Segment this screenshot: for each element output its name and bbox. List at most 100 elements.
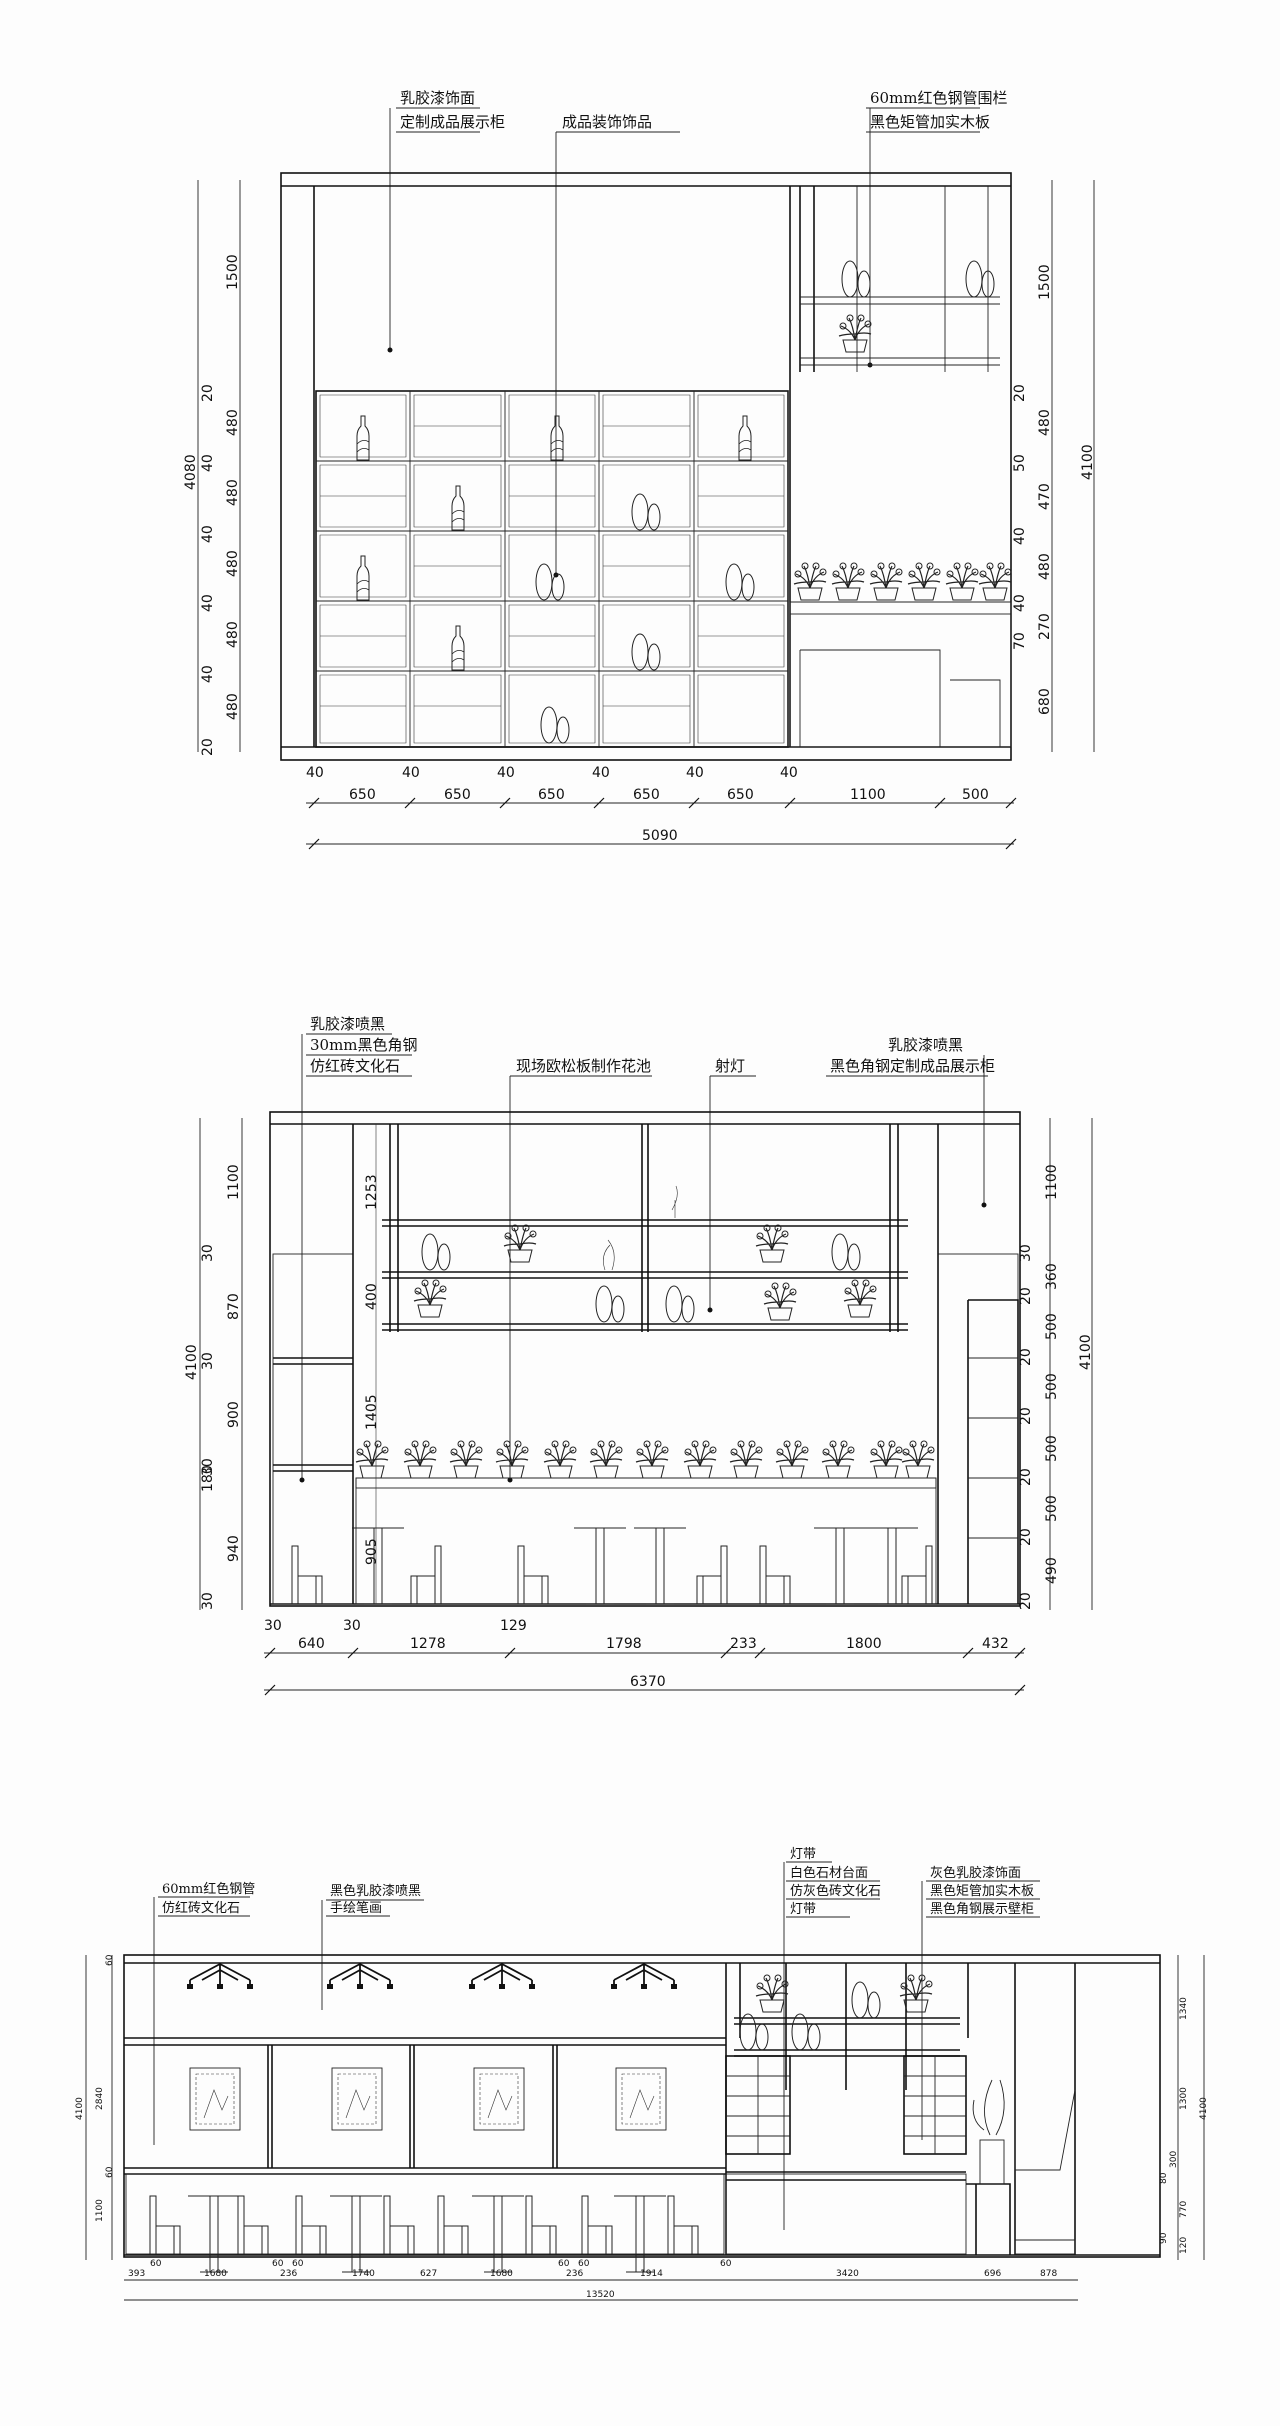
svg-text:1914: 1914 <box>640 2269 663 2279</box>
e3-annotation-r-3: 黑色角钢展示壁柜 <box>930 1901 1034 1917</box>
e1-bottom-total: 5090 <box>642 828 678 844</box>
e1-left-dimline <box>197 180 241 752</box>
svg-text:30: 30 <box>200 1244 216 1262</box>
svg-text:60: 60 <box>558 2259 570 2269</box>
e3-right-dimline <box>1177 1955 1205 2260</box>
svg-text:650: 650 <box>727 787 754 803</box>
svg-text:233: 233 <box>730 1636 757 1652</box>
svg-text:1100: 1100 <box>226 1164 242 1200</box>
svg-text:640: 640 <box>298 1636 325 1652</box>
svg-text:1100: 1100 <box>95 2199 105 2222</box>
svg-text:1253: 1253 <box>364 1174 380 1210</box>
svg-text:500: 500 <box>1044 1373 1060 1400</box>
e2-planter <box>355 1440 937 1605</box>
svg-text:878: 878 <box>1040 2269 1057 2279</box>
svg-text:360: 360 <box>1044 1263 1060 1290</box>
e3-left-total: 4100 <box>75 2097 85 2120</box>
svg-text:40: 40 <box>686 765 704 781</box>
svg-text:650: 650 <box>349 787 376 803</box>
e1-right-dimline <box>1051 180 1095 752</box>
e3-pendant-lamps <box>186 1963 678 1990</box>
e2-annotation-left-2: 30mm黑色角钢 <box>310 1036 418 1054</box>
svg-text:500: 500 <box>1044 1435 1060 1462</box>
svg-text:432: 432 <box>982 1636 1009 1652</box>
svg-text:60: 60 <box>150 2259 162 2269</box>
svg-text:20: 20 <box>1018 1348 1034 1366</box>
svg-text:60: 60 <box>105 1954 115 1966</box>
e3-annotation-c-1: 灯带 <box>790 1847 816 1862</box>
svg-text:1500: 1500 <box>225 254 241 290</box>
svg-text:1798: 1798 <box>606 1636 642 1652</box>
svg-text:1405: 1405 <box>364 1394 380 1430</box>
svg-text:500: 500 <box>1044 1313 1060 1340</box>
e3-annotation-r-1: 灰色乳胶漆饰面 <box>930 1865 1021 1881</box>
svg-text:480: 480 <box>1037 409 1053 436</box>
e1-annotation-mid: 成品装饰饰品 <box>562 113 652 131</box>
svg-text:627: 627 <box>420 2269 437 2279</box>
e3-art-wall <box>124 2037 726 2273</box>
e2-annotation-mid-1: 现场欧松板制作花池 <box>516 1057 651 1075</box>
svg-text:180: 180 <box>200 1465 216 1492</box>
svg-text:30: 30 <box>1018 1244 1034 1262</box>
e2-inner-dim-labels: 1253 400 1405 905 <box>364 1124 380 1604</box>
svg-text:696: 696 <box>984 2269 1001 2279</box>
e2-right-dim-labels: 1100 30 360 20 500 20 500 20 500 20 500 … <box>1018 1164 1094 1610</box>
e3-annotation-left-2: 仿红砖文化石 <box>162 1900 240 1916</box>
svg-text:30: 30 <box>200 1352 216 1370</box>
svg-text:30: 30 <box>343 1618 361 1634</box>
svg-text:1740: 1740 <box>352 2269 375 2279</box>
svg-text:470: 470 <box>1037 483 1053 510</box>
e3-left-dimline <box>85 1955 113 2260</box>
svg-text:40: 40 <box>1012 527 1028 545</box>
svg-text:120: 120 <box>1179 2237 1189 2254</box>
svg-text:680: 680 <box>1037 688 1053 715</box>
svg-text:1500: 1500 <box>1037 264 1053 300</box>
svg-text:650: 650 <box>444 787 471 803</box>
svg-text:870: 870 <box>226 1293 242 1320</box>
svg-text:2840: 2840 <box>95 2087 105 2110</box>
svg-text:30: 30 <box>200 1592 216 1610</box>
svg-text:905: 905 <box>364 1538 380 1565</box>
svg-text:30: 30 <box>264 1618 282 1634</box>
elevation-2: 乳胶漆喷黑 30mm黑色角钢 仿红砖文化石 现场欧松板制作花池 射灯 乳胶漆喷黑… <box>184 1015 1094 1696</box>
svg-text:20: 20 <box>1018 1407 1034 1425</box>
svg-text:60: 60 <box>578 2259 590 2269</box>
svg-text:20: 20 <box>200 384 216 402</box>
svg-text:90: 90 <box>1159 2232 1169 2244</box>
e2-leaders <box>301 1033 988 1480</box>
e2-frame <box>269 1111 1021 1607</box>
svg-text:129: 129 <box>500 1618 527 1634</box>
e1-bottom-dims: 40 40 40 40 40 40 650 650 650 650 650 11… <box>306 765 1017 850</box>
svg-text:650: 650 <box>633 787 660 803</box>
svg-text:60: 60 <box>105 2166 115 2178</box>
svg-text:236: 236 <box>280 2269 297 2279</box>
svg-text:3420: 3420 <box>836 2269 859 2279</box>
e1-planter-shelf <box>789 186 1012 748</box>
svg-text:1340: 1340 <box>1179 1997 1189 2020</box>
svg-text:500: 500 <box>1044 1495 1060 1522</box>
e1-annotation-right-1: 60mm红色钢管围栏 <box>870 89 1008 107</box>
e3-annotation-mid-1: 黑色乳胶漆喷黑 <box>330 1883 421 1899</box>
e2-left-dim-labels: 1100 30 870 30 900 30 180 940 30 4100 <box>184 1164 242 1610</box>
e3-annotation-c-3: 仿灰色砖文化石 <box>790 1883 881 1899</box>
svg-text:1300: 1300 <box>1179 2087 1189 2110</box>
svg-text:60: 60 <box>272 2259 284 2269</box>
svg-text:940: 940 <box>226 1535 242 1562</box>
e2-left-dimline <box>199 1118 243 1610</box>
svg-text:480: 480 <box>225 409 241 436</box>
e1-leaders <box>389 107 980 575</box>
svg-text:20: 20 <box>200 738 216 756</box>
svg-text:393: 393 <box>128 2269 145 2279</box>
svg-text:50: 50 <box>1012 454 1028 472</box>
e3-bar-cabinet <box>725 1963 1076 2255</box>
e2-left-total: 4100 <box>184 1344 200 1380</box>
svg-text:30: 30 <box>200 1458 216 1476</box>
svg-text:40: 40 <box>1012 594 1028 612</box>
svg-text:1680: 1680 <box>204 2269 227 2279</box>
e1-frame <box>280 172 1012 761</box>
elevation-1: 乳胶漆饰面 定制成品展示柜 成品装饰饰品 60mm红色钢管围栏 黑色矩管加实木板 <box>183 89 1096 850</box>
e1-left-total: 4080 <box>183 454 199 490</box>
e1-display-cabinet <box>315 390 789 748</box>
e1-left-dim-labels: 1500 20 480 40 480 40 480 40 480 40 480 … <box>183 254 241 756</box>
